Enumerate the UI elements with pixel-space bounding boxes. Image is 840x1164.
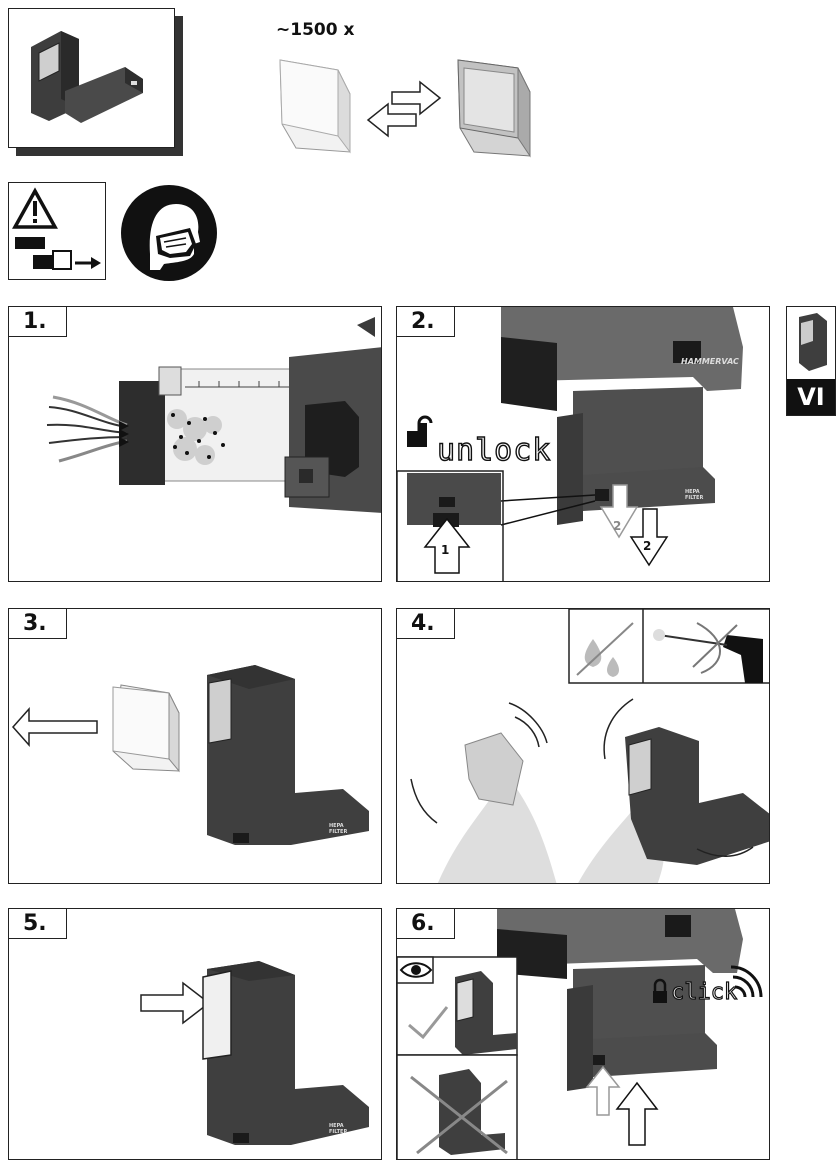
click-label: click [670, 980, 738, 1005]
arrow-1-label: 1 [441, 543, 450, 557]
filter-airflow-illustration [46, 317, 381, 513]
click-sound-icon [730, 965, 763, 998]
step-number: 5. [9, 909, 67, 939]
arrow-up-gray-icon [585, 1065, 621, 1116]
step-number: 2. [397, 307, 455, 337]
filter-housing-icon [31, 31, 143, 123]
lock-filter-illustration [397, 909, 763, 1159]
left-arrow-icon [11, 707, 98, 747]
arrow-2b-label: 2 [643, 539, 652, 553]
respirator-mask-icon [121, 185, 217, 281]
cross-icon [410, 1075, 508, 1155]
hepa-label: HEPA FILTER [329, 1123, 348, 1135]
step-number: 6. [397, 909, 455, 939]
arrow-2-gray-icon [599, 484, 639, 539]
warning-icon [12, 187, 101, 270]
brand-label: HAMMERVAC [681, 357, 739, 366]
replacement-count: ~1500 x [276, 20, 355, 40]
step-6-panel: 6. click [396, 908, 770, 1160]
arrow-up-dark-icon [615, 1081, 659, 1146]
no-water-icon [576, 622, 634, 677]
unlock-label: unlock [436, 433, 552, 468]
step-3-panel: 3. HEPA FILTER [8, 608, 382, 884]
swap-arrows-icon [366, 80, 442, 138]
hepa-label: HEPA FILTER [685, 489, 704, 501]
section-tab: VI [786, 306, 836, 416]
arrow-2a-label: 2 [613, 519, 622, 533]
eye-icon [399, 962, 433, 978]
step-number: 3. [9, 609, 67, 639]
filter-swap-illustration [279, 59, 531, 158]
used-filter-icon [457, 59, 531, 158]
release-button-icon [595, 489, 609, 501]
arrow-2-dark-icon [629, 508, 669, 567]
unlock-filter-illustration [397, 307, 743, 581]
remove-filter-illustration [11, 665, 369, 845]
no-compressed-air-icon [653, 622, 763, 683]
right-arrow-icon [140, 981, 211, 1025]
section-tab-label: VI [787, 379, 835, 415]
lock-closed-icon [653, 978, 667, 1003]
clean-filter-icon [279, 59, 351, 154]
step-1-panel: 1. [8, 306, 382, 582]
step-5-panel: 5. HEPA FILTER [8, 908, 382, 1160]
hepa-label: HEPA FILTER [329, 823, 348, 835]
step-4-panel: 4. [396, 608, 770, 884]
clean-filter-illustration [410, 609, 769, 883]
checkmark-icon [408, 1006, 449, 1040]
arrow-1-icon [423, 517, 471, 574]
unlock-padlock-icon [407, 423, 427, 447]
tap-filter-dust-illustration [410, 698, 769, 883]
reference-filter-image [8, 8, 175, 148]
step-number: 1. [9, 307, 67, 337]
warning-box [8, 182, 106, 280]
step-number: 4. [397, 609, 455, 639]
insert-filter-illustration [140, 961, 369, 1145]
filter-thumbnail-icon [799, 313, 827, 371]
step-2-panel: 2. HAMMERVAC unlock 1 2 2 HEPA FILTER [396, 306, 770, 582]
